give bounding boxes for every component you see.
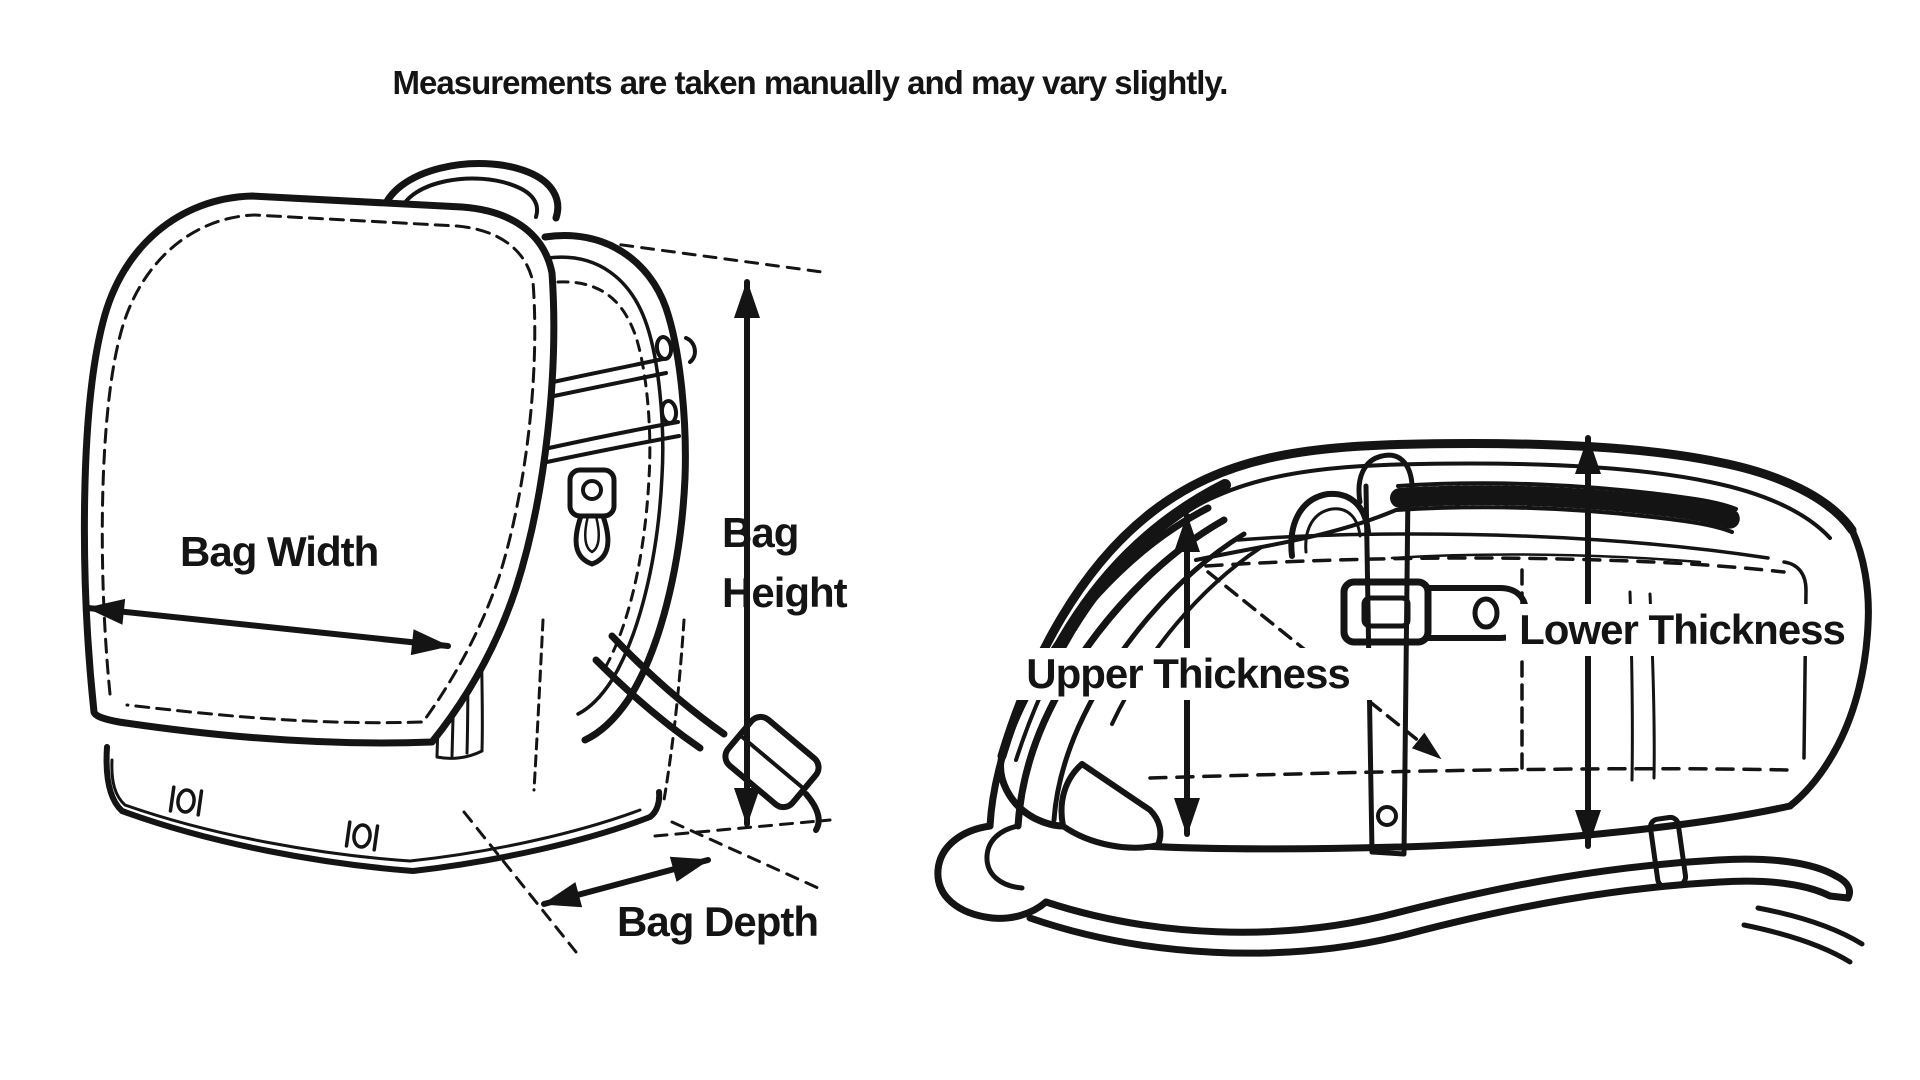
backpack-front-illustration: Bag Width Bag Height Bag Depth xyxy=(80,160,849,954)
body-bottom xyxy=(103,744,663,874)
bag-side-illustration: Upper Thickness Lower Thickness xyxy=(934,435,1872,965)
flap xyxy=(80,192,558,747)
handle xyxy=(1288,490,1371,559)
lower-thickness-label-band xyxy=(1506,604,1858,656)
zipper xyxy=(1390,481,1744,534)
bag-height-label-line1: Bag xyxy=(722,509,798,556)
title: Measurements are taken manually and may … xyxy=(393,64,1228,101)
rivet-mark-icon xyxy=(344,820,380,852)
lower-thickness-label: Lower Thickness xyxy=(1519,606,1845,653)
leader-lines xyxy=(462,240,832,954)
bag-depth-label: Bag Depth xyxy=(617,898,818,945)
handle xyxy=(378,160,562,222)
upper-thickness-label-band xyxy=(1000,648,1376,700)
rivet-mark-icon xyxy=(168,785,204,817)
bag-width-arrow xyxy=(85,598,451,656)
clasp-hook xyxy=(567,467,617,567)
upper-thickness-label: Upper Thickness xyxy=(1026,650,1349,697)
shoulder-strap xyxy=(541,232,697,744)
strap-buckle xyxy=(592,632,822,833)
long-strap xyxy=(1026,814,1865,965)
bag-depth-arrow xyxy=(541,856,711,908)
bag-height-label-line2: Height xyxy=(722,569,848,616)
bag-width-label: Bag Width xyxy=(180,528,378,575)
